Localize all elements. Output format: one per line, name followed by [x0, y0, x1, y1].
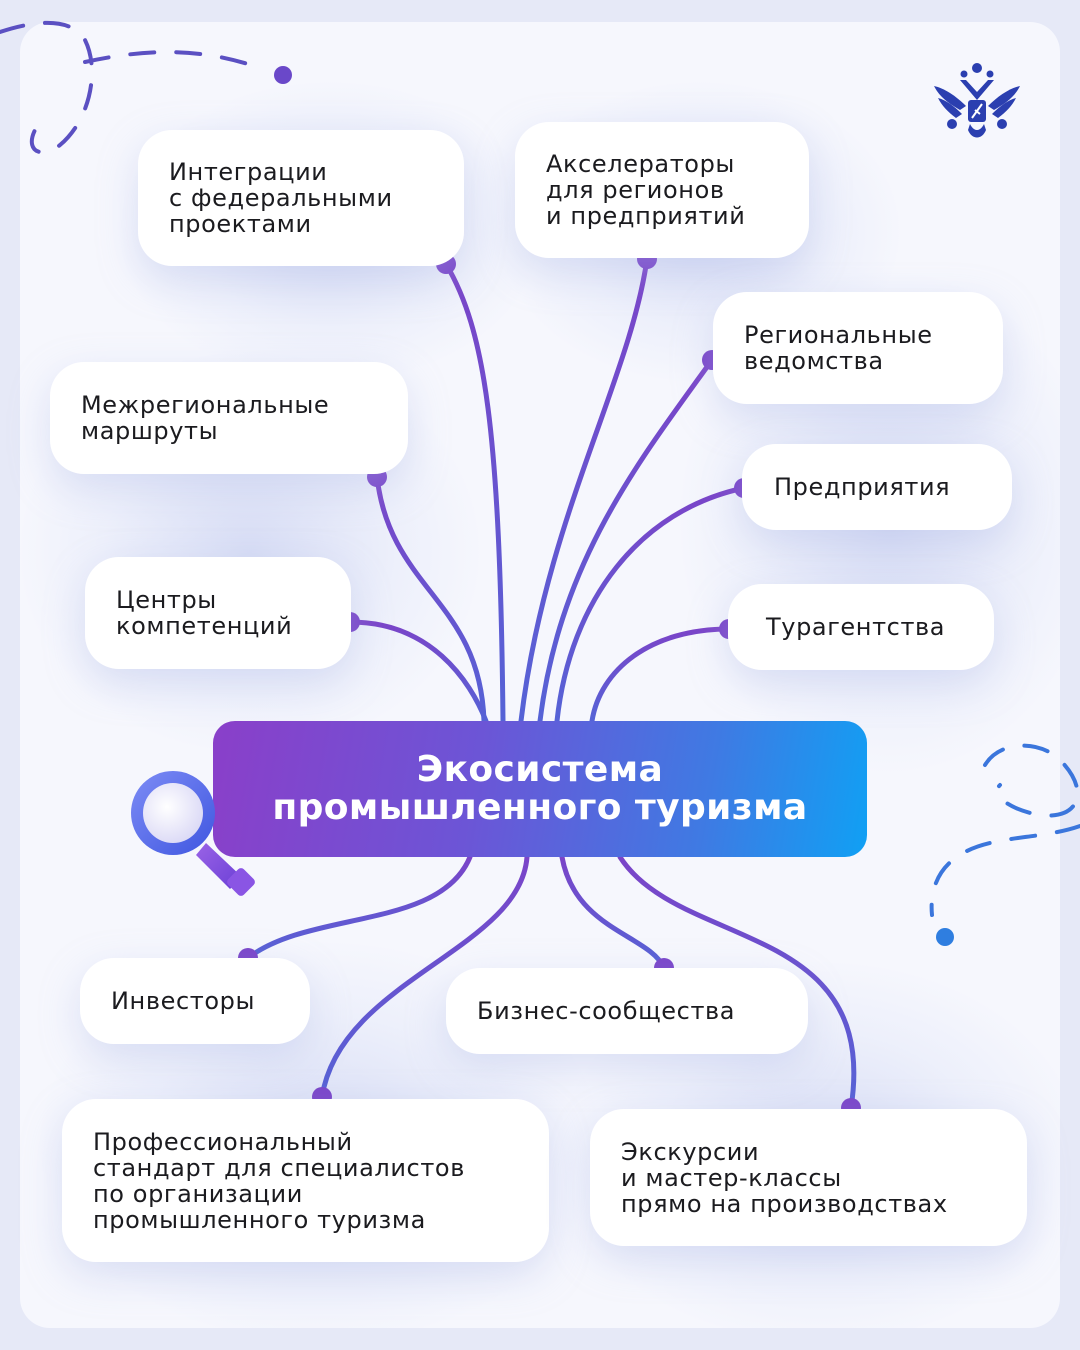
- node-travel-agencies: Турагентства: [728, 584, 994, 670]
- node-interregional-routes: Межрегиональные маршруты: [50, 362, 408, 474]
- node-investors: Инвесторы: [80, 958, 310, 1044]
- node-competence-centers: Центры компетенций: [85, 557, 351, 669]
- decor-dot: [274, 66, 292, 84]
- dashed-path-decoration-right: [929, 743, 1080, 917]
- hub-title-line2: промышленного туризма: [272, 787, 808, 828]
- hub-title-line1: Экосистема: [416, 749, 664, 790]
- node-label: Предприятия: [774, 473, 951, 501]
- node-label: Экскурсии и мастер-классы прямо на произ…: [621, 1137, 948, 1218]
- node-business-communities: Бизнес-сообщества: [446, 968, 808, 1054]
- decor-dot: [936, 928, 954, 946]
- dashed-path-decoration-top: [0, 20, 267, 155]
- magnifying-glass-icon: [131, 771, 255, 896]
- connectors: [245, 256, 857, 1111]
- node-regional-agencies: Региональные ведомства: [713, 292, 1003, 404]
- node-accelerators: Акселераторы для регионов и предприятий: [515, 122, 809, 258]
- node-label: Региональные ведомства: [744, 321, 933, 375]
- node-label: Инвесторы: [111, 987, 255, 1015]
- hub-title-box: Экосистема промышленного туризма: [213, 721, 867, 857]
- node-label: Бизнес-сообщества: [477, 997, 736, 1025]
- node-excursions: Экскурсии и мастер-классы прямо на произ…: [590, 1109, 1027, 1246]
- node-label: Турагентства: [766, 613, 946, 641]
- node-label: Акселераторы для регионов и предприятий: [546, 150, 746, 230]
- node-label: Центры компетенций: [116, 586, 293, 640]
- node-label: Профессиональный стандарт для специалист…: [93, 1127, 465, 1234]
- node-professional-standard: Профессиональный стандарт для специалист…: [62, 1099, 549, 1262]
- node-enterprises: Предприятия: [742, 444, 1012, 530]
- node-label: Межрегиональные маршруты: [81, 391, 330, 445]
- russian-coat-of-arms-icon: [934, 63, 1020, 138]
- node-label: Интеграции с федеральными проектами: [169, 158, 393, 238]
- node-integrations: Интеграции с федеральными проектами: [138, 130, 464, 266]
